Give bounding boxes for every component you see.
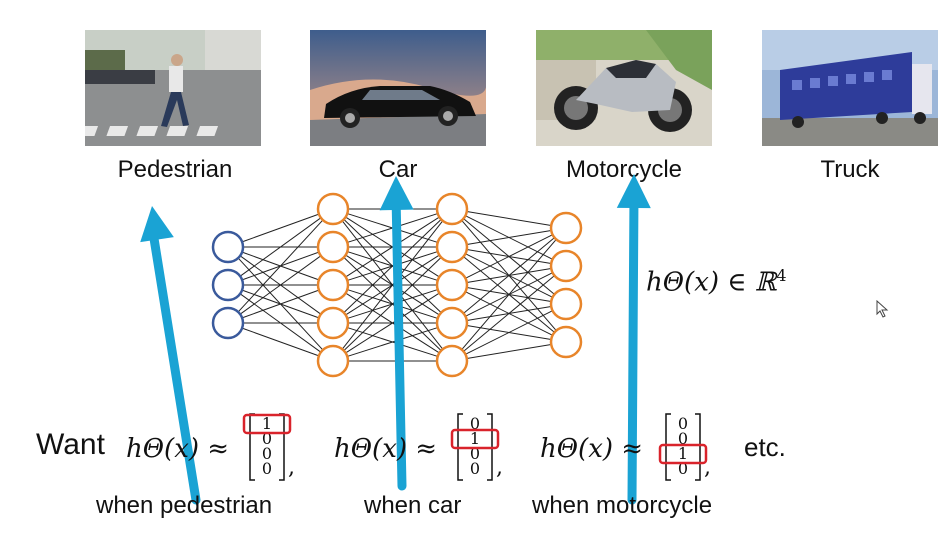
vector-bracket-right [695, 413, 701, 481]
network-edge [239, 217, 322, 277]
lhs-1: hΘ(x) ≈ [126, 434, 230, 464]
vector-entry: 0 [470, 459, 480, 478]
hidden-node [316, 344, 350, 378]
hidden-node [316, 192, 350, 226]
vector-comma: , [288, 455, 295, 480]
network-edge [241, 289, 320, 319]
output-formula-exponent: 4 [776, 266, 787, 285]
output-node [549, 287, 583, 321]
network-edge [343, 257, 442, 351]
hidden-node [435, 230, 469, 264]
lhs-3: hΘ(x) ≈ [540, 434, 644, 464]
vector-entry: 1 [262, 414, 272, 433]
network-edge [465, 310, 553, 355]
network-edge [465, 234, 553, 279]
hidden-node [435, 306, 469, 340]
network-edge [461, 239, 557, 350]
hidden-node [435, 344, 469, 378]
network-edge [466, 210, 552, 227]
output-node [549, 325, 583, 359]
mouse-cursor-icon [876, 300, 889, 318]
vector-bracket-left [665, 413, 671, 481]
class-label-pedestrian: Pedestrian [117, 156, 233, 183]
network-edge [345, 292, 440, 354]
hidden-node [316, 306, 350, 340]
hidden-node [316, 230, 350, 264]
caption-when-pedestrian: when pedestrian [96, 492, 273, 519]
pedestrian-photo [85, 30, 261, 146]
vector-highlight-box [242, 413, 292, 435]
vector-entry: 0 [678, 459, 688, 478]
network-edge [237, 219, 324, 313]
vector-comma: , [496, 455, 503, 480]
output-node [549, 211, 583, 245]
caption-when-car: when car [364, 492, 462, 519]
network-edge [466, 229, 552, 246]
output-formula: hΘ(x) ∈ ℝ4 [646, 266, 787, 298]
etc-label: etc. [744, 432, 786, 462]
hidden-node [435, 268, 469, 302]
caption-when-motorcycle: when motorcycle [532, 492, 713, 519]
network-edge [239, 255, 322, 315]
output-formula-text: hΘ(x) ∈ ℝ [646, 267, 777, 298]
annotation-arrow-head [379, 176, 414, 211]
network-edge [343, 219, 442, 313]
vector-entry: 0 [262, 459, 272, 478]
input-node [211, 306, 245, 340]
network-edge [345, 216, 440, 278]
class-label-car: Car [378, 156, 418, 183]
car-photo [310, 30, 486, 146]
network-edge [241, 213, 320, 243]
vector-entry: 0 [678, 414, 688, 433]
network-edge [341, 220, 444, 350]
want-label: Want [36, 428, 105, 461]
annotation-arrow-shaft [627, 189, 639, 505]
annotation-arrow-shaft [147, 221, 201, 505]
input-node [211, 268, 245, 302]
annotation-arrow-head [140, 206, 174, 243]
input-node [211, 230, 245, 264]
class-label-motorcycle: Motorcycle [565, 156, 683, 183]
hidden-node [316, 268, 350, 302]
vector-entry: 0 [678, 429, 688, 448]
vector-entry: 0 [470, 444, 480, 463]
vector-bracket-left [249, 413, 255, 481]
output-node [549, 249, 583, 283]
vector-entry: 0 [262, 444, 272, 463]
vector-entry: 1 [470, 429, 480, 448]
truck-photo [762, 30, 938, 146]
network-edge [463, 237, 555, 314]
hidden-node [435, 192, 469, 226]
vector-entry: 0 [470, 414, 480, 433]
vector-highlight-box [658, 443, 708, 465]
annotation-arrow-head [616, 174, 651, 209]
vector-entry: 1 [678, 444, 688, 463]
motorcycle-photo [536, 30, 712, 146]
vector-highlight-box [450, 428, 500, 450]
vector-comma: , [704, 455, 711, 480]
class-label-truck: Truck [820, 156, 880, 183]
annotation-arrow-shaft [391, 191, 407, 491]
network-edge [466, 343, 552, 360]
lhs-2: hΘ(x) ≈ [334, 434, 438, 464]
network-edge [463, 275, 555, 352]
network-edge [347, 327, 438, 357]
vector-entry: 0 [262, 429, 272, 448]
vector-bracket-right [279, 413, 285, 481]
network-edge [241, 327, 320, 357]
